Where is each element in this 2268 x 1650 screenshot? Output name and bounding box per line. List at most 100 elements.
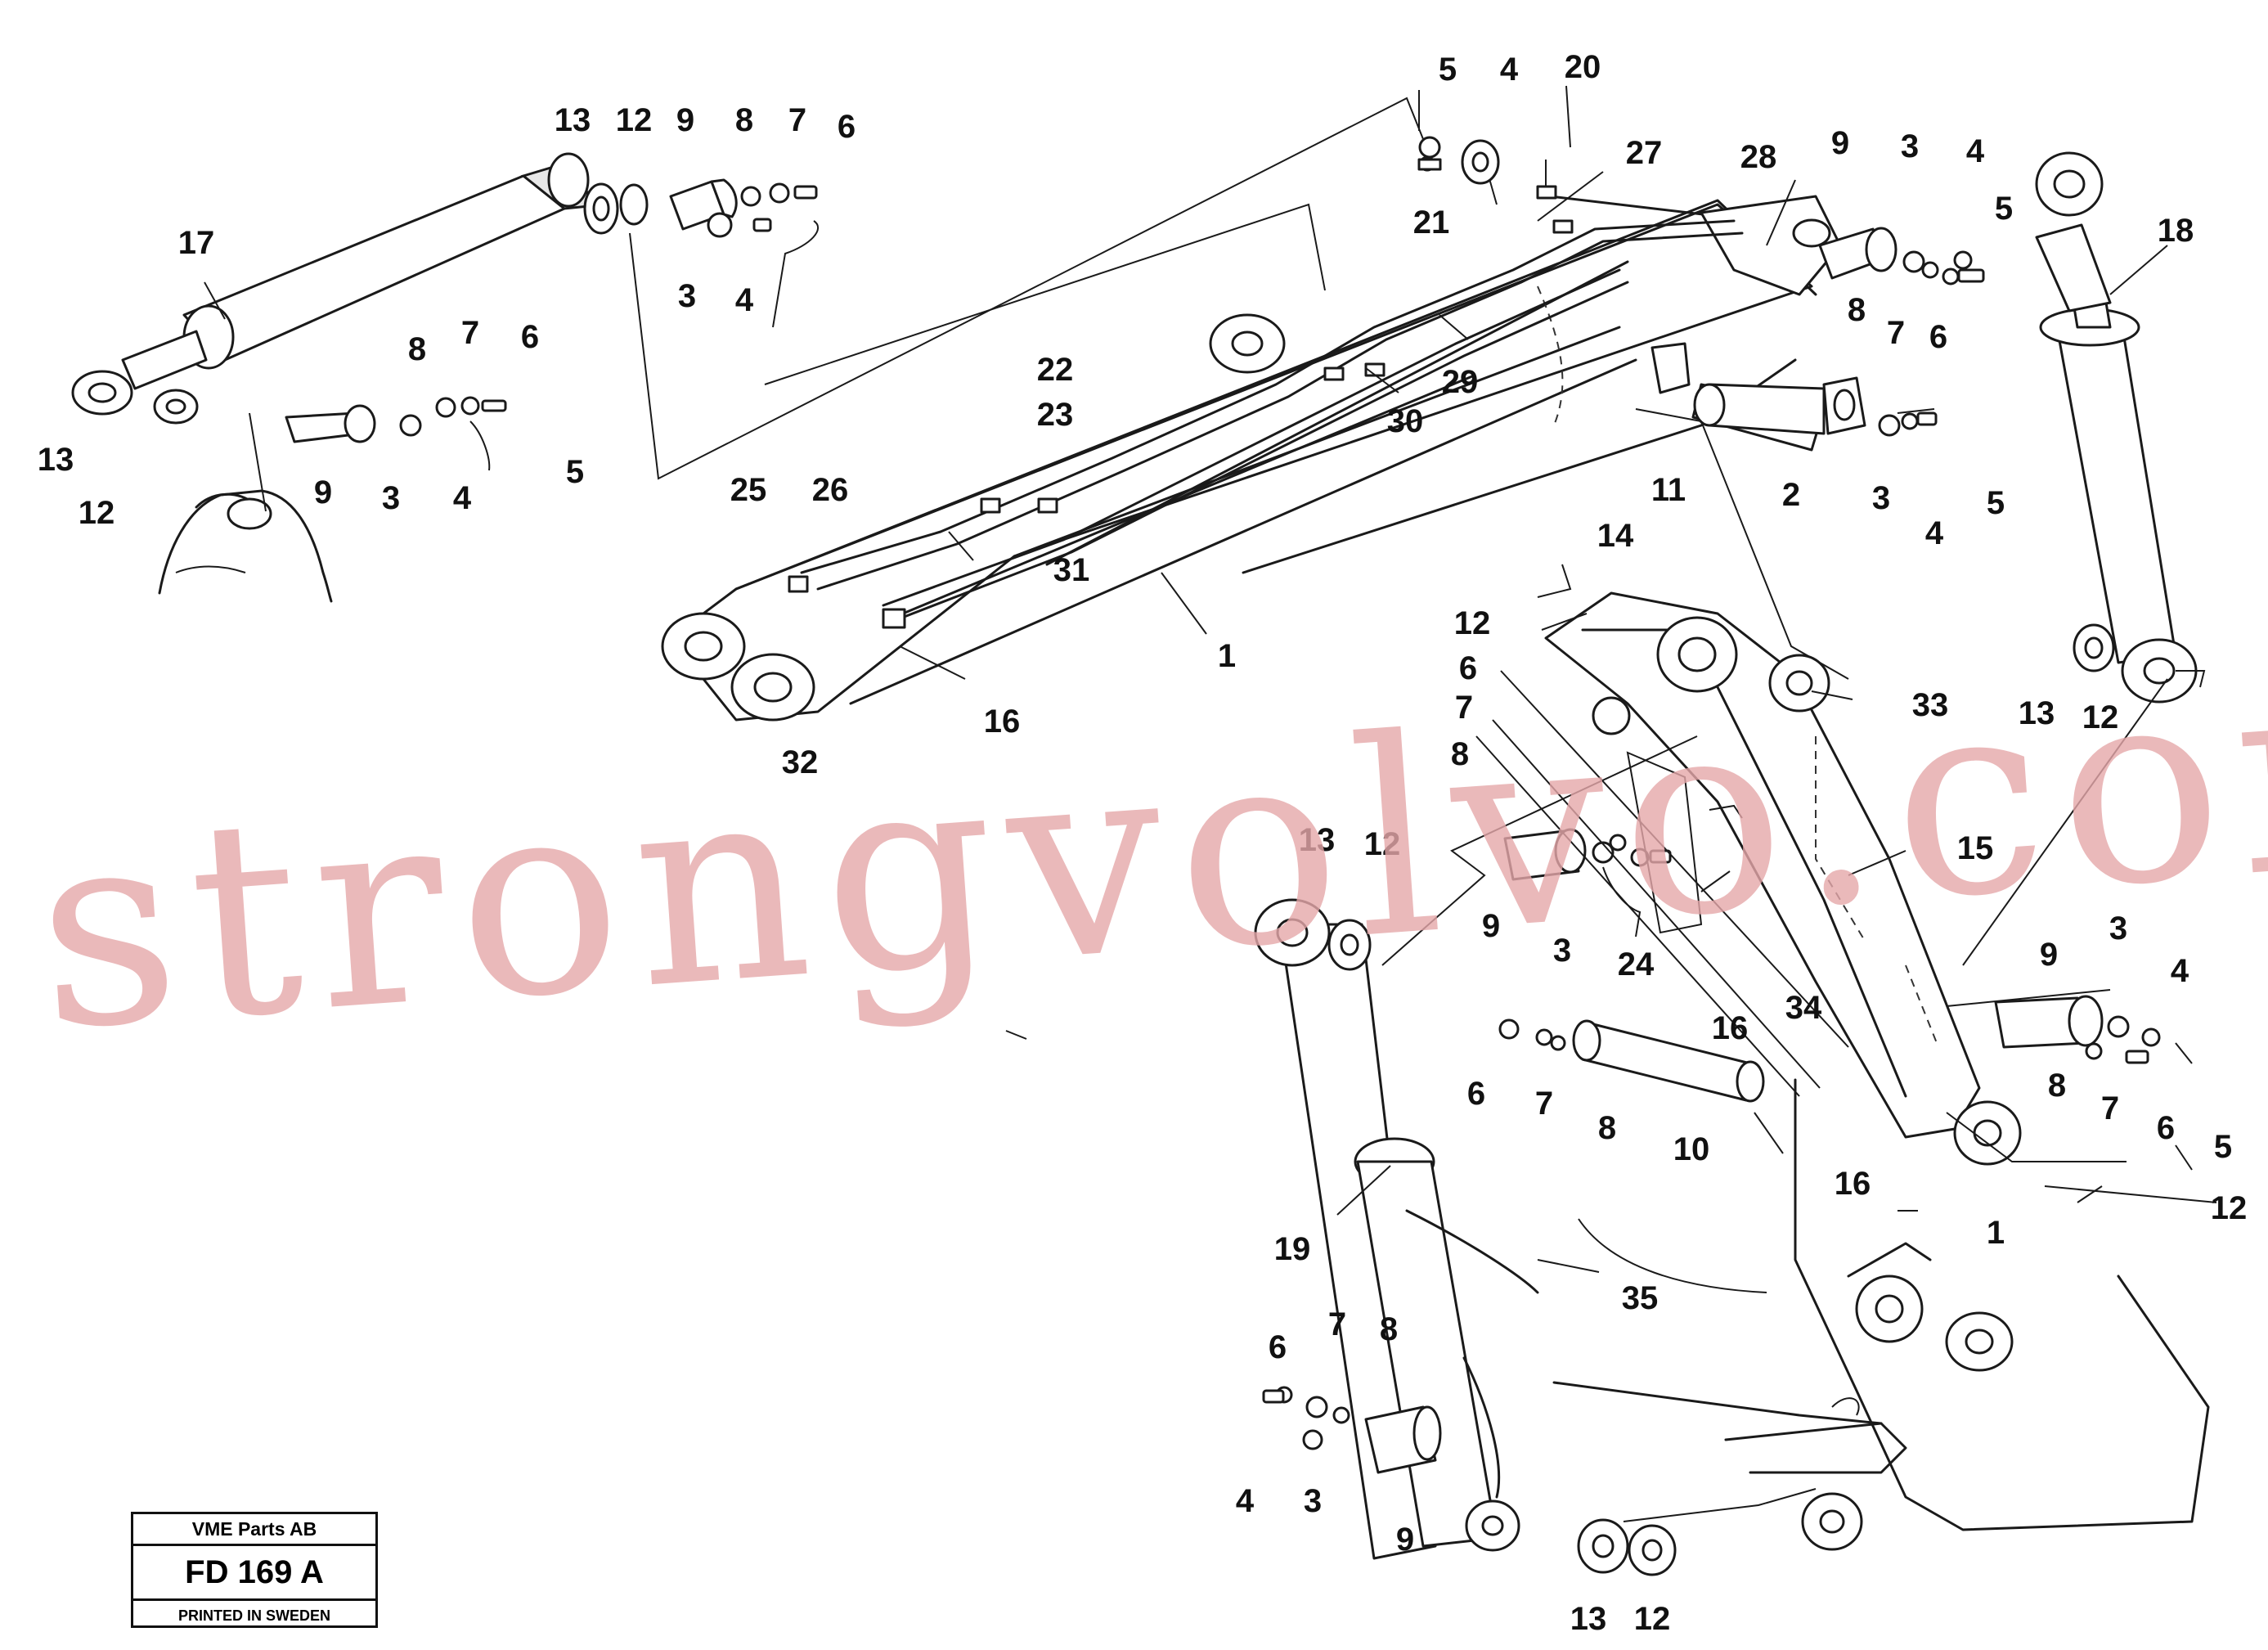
- boom-cylinder-18: [2035, 151, 2206, 704]
- callout-7-left: 7: [461, 315, 479, 351]
- dipper-cylinder: [71, 152, 649, 425]
- callout-12-center: 12: [1364, 826, 1401, 862]
- callout-21: 21: [1413, 205, 1450, 241]
- callout-7-mid: 7: [1455, 690, 1473, 726]
- bucket-top-left: [158, 489, 333, 603]
- callout-32: 32: [782, 744, 819, 780]
- callout-29: 29: [1442, 364, 1479, 400]
- callout-6-mid: 6: [1459, 650, 1477, 686]
- callout-31: 31: [1053, 552, 1090, 588]
- callout-3-lower-right: 3: [2109, 910, 2127, 946]
- callout-7-center: 7: [1535, 1086, 1553, 1122]
- callout-4-upper-left: 4: [735, 282, 754, 318]
- bucket-cylinder-19: [1254, 898, 1677, 1576]
- callout-24: 24: [1618, 946, 1655, 982]
- callout-3-right: 3: [1872, 480, 1890, 516]
- callout-8-left: 8: [408, 331, 426, 367]
- callout-5: 5: [1439, 52, 1457, 88]
- callout-22: 22: [1037, 352, 1074, 388]
- callout-33: 33: [1912, 687, 1949, 723]
- callout-27: 27: [1626, 135, 1663, 171]
- callout-15: 15: [1957, 830, 1994, 866]
- callout-16: 16: [984, 704, 1021, 740]
- callout-9-left: 9: [314, 474, 332, 510]
- boom-hoses: [788, 219, 1744, 629]
- callout-3-lower-left: 3: [1304, 1483, 1322, 1519]
- callout-34: 34: [1785, 990, 1822, 1026]
- company-name: VME Parts AB: [133, 1514, 375, 1546]
- callout-25: 25: [730, 472, 767, 508]
- callout-6: 6: [838, 109, 856, 145]
- callout-6-lower-right: 6: [2157, 1110, 2175, 1146]
- callout-18: 18: [2158, 213, 2194, 249]
- chassis-lower: [1552, 1078, 2210, 1551]
- callout-9: 9: [676, 102, 694, 138]
- guide-lines-upper: [249, 85, 1571, 512]
- callout-12-right: 12: [2082, 699, 2119, 735]
- pin-10: [1498, 1018, 1765, 1103]
- callout-23: 23: [1037, 397, 1074, 433]
- callout-7-lower-right: 7: [2101, 1090, 2119, 1126]
- callout-6-lower-left: 6: [1269, 1329, 1287, 1365]
- pins-lower-right: [1994, 995, 2193, 1064]
- callout-12-bottom: 12: [1634, 1601, 1671, 1637]
- callout-4-top-right: 4: [1966, 133, 1985, 169]
- line-drawing: [71, 85, 2217, 1576]
- pins-top-center: [1417, 90, 1557, 200]
- callout-16-center: 16: [1712, 1010, 1749, 1046]
- callout-4: 4: [1500, 52, 1519, 88]
- part-callouts: 5 4 20 13 12 9 8 7 6 27 28 9 3 4 5 18 17…: [38, 49, 2248, 1637]
- callout-8: 8: [735, 102, 753, 138]
- callout-3-top-right: 3: [1901, 128, 1919, 164]
- callout-6-center: 6: [1467, 1076, 1485, 1112]
- callout-14: 14: [1597, 518, 1634, 554]
- leader-lines: [204, 171, 2217, 1273]
- callout-5-left: 5: [566, 454, 584, 490]
- callout-16-lower: 16: [1835, 1166, 1871, 1202]
- callout-35: 35: [1622, 1280, 1659, 1316]
- callout-30: 30: [1387, 403, 1424, 439]
- callout-1-lower: 1: [1987, 1215, 2005, 1251]
- callout-28: 28: [1740, 139, 1777, 175]
- callout-8-mid: 8: [1451, 736, 1469, 772]
- callout-5-top-right: 5: [1995, 191, 2013, 227]
- pins-center: [1503, 751, 1743, 937]
- callout-6-left: 6: [521, 319, 539, 355]
- callout-3-upper-left: 3: [678, 278, 696, 314]
- callout-2: 2: [1782, 477, 1800, 513]
- callout-3-center: 3: [1553, 933, 1571, 969]
- callout-6-top-right: 6: [1929, 319, 1947, 355]
- callout-12: 12: [616, 102, 653, 138]
- pin-2: [1650, 342, 1938, 437]
- callout-9-top-right: 9: [1831, 125, 1849, 161]
- callout-13-center: 13: [1299, 822, 1336, 858]
- callout-9-center: 9: [1482, 908, 1500, 944]
- callout-13-bottom: 13: [1570, 1601, 1607, 1637]
- guide-lines-lower: [1381, 408, 2168, 1522]
- callout-9-lower-right: 9: [2040, 937, 2058, 973]
- callout-4-right: 4: [1925, 515, 1944, 551]
- callout-7: 7: [788, 102, 806, 138]
- callout-8-lower-right: 8: [2048, 1068, 2066, 1104]
- callout-13: 13: [555, 102, 591, 138]
- callout-12-lower-right: 12: [2211, 1190, 2248, 1226]
- callout-8-center: 8: [1598, 1110, 1616, 1146]
- callout-17: 17: [178, 225, 215, 261]
- callout-11: 11: [1651, 472, 1686, 508]
- boom-lower-15: [1544, 591, 2022, 1166]
- callout-19: 19: [1274, 1231, 1311, 1267]
- title-block: VME Parts AB FD 169 A PRINTED IN SWEDEN: [131, 1512, 378, 1628]
- callout-12-mid: 12: [1454, 605, 1491, 641]
- callout-13-right: 13: [2019, 695, 2055, 731]
- drawing-code: FD 169: [185, 1554, 293, 1590]
- callout-1: 1: [1218, 638, 1236, 674]
- pins-lower-left: [1262, 1386, 1442, 1474]
- callout-4-lower-left: 4: [1236, 1483, 1255, 1519]
- callout-10: 10: [1673, 1131, 1710, 1167]
- callout-12-left: 12: [79, 495, 115, 531]
- callout-7-lower-left: 7: [1328, 1306, 1346, 1342]
- callout-13-left: 13: [38, 442, 74, 478]
- callout-8-top-right: 8: [1848, 292, 1866, 328]
- callout-4-lower-right: 4: [2171, 953, 2189, 989]
